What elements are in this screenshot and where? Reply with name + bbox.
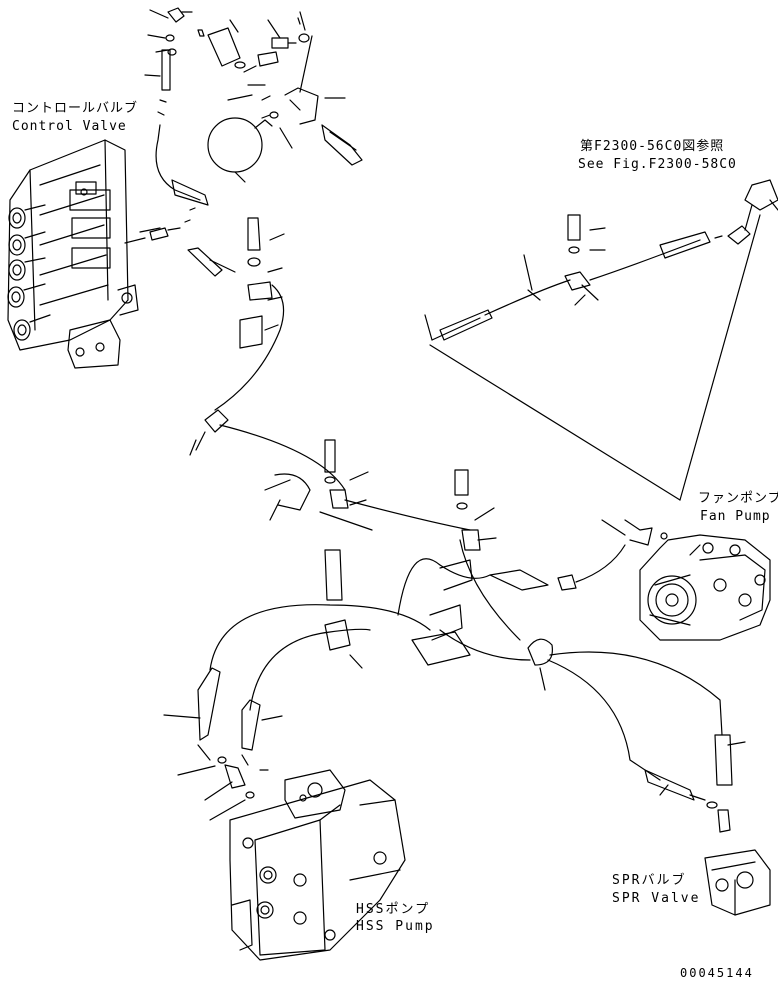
hss-pump-label-jp: HSSポンプ	[356, 902, 431, 917]
fan-pump-label-en: Fan Pump	[700, 509, 771, 524]
control-valve-label-jp: コントロールバルブ	[12, 101, 139, 116]
spr-valve-drawing	[644, 734, 771, 916]
top-fittings	[144, 7, 363, 206]
control-valve-label-en: Control Valve	[12, 119, 127, 134]
reference-label-en: See Fig.F2300-58C0	[578, 157, 737, 172]
main-hoses	[163, 539, 723, 781]
reference-label-jp: 第F2300-56C0図参照	[580, 139, 725, 154]
control-valve-hoses	[124, 207, 346, 491]
upper-right-hose	[424, 179, 778, 501]
spr-valve-label-en: SPR Valve	[612, 891, 701, 906]
hss-pump-label-en: HSS Pump	[356, 919, 435, 934]
control-valve-drawing	[7, 139, 139, 369]
spr-valve-label-jp: SPRバルブ	[612, 873, 687, 888]
fan-pump-label-jp: ファンポンプ	[698, 491, 778, 506]
fan-pump-drawing	[601, 519, 771, 641]
center-clamps	[264, 439, 481, 666]
accumulator	[207, 117, 273, 183]
leader-lines	[189, 233, 497, 669]
hss-pump-drawing	[177, 756, 406, 961]
drawing-number: 00045144	[680, 966, 754, 980]
